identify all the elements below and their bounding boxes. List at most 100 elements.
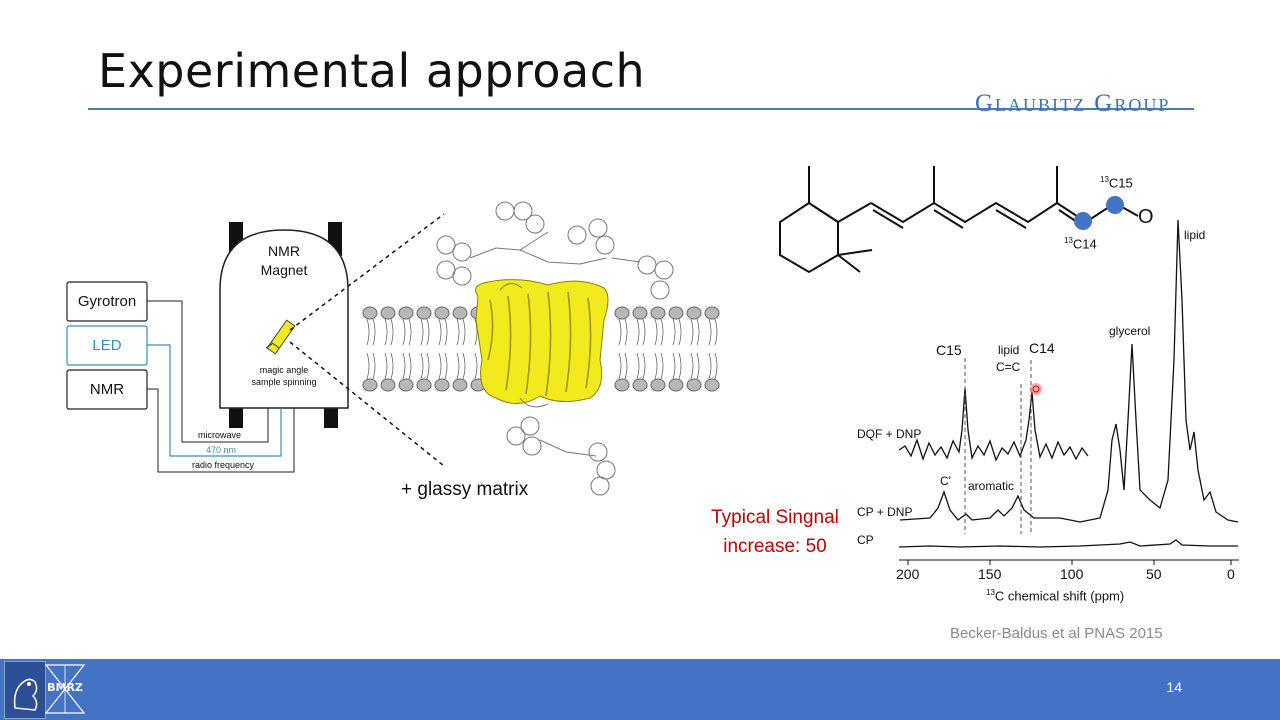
- lipid-tail: [660, 318, 664, 346]
- footer-bar: BMRZ 14: [0, 659, 1280, 720]
- lipid-tail: [690, 318, 694, 346]
- nmr-label: NMR: [89, 381, 125, 398]
- bmrz-logo-art: [44, 664, 86, 714]
- lipid-tail: [456, 352, 460, 380]
- lipid-tail: [390, 352, 394, 380]
- peak-label-aromatic: aromatic: [968, 479, 1015, 493]
- rf-label: radio frequency: [192, 460, 255, 470]
- lipid-head: [434, 378, 450, 392]
- x-axis-text: C chemical shift (ppm): [994, 588, 1125, 604]
- peak-markers: [964, 358, 1032, 534]
- lipid-head: [398, 378, 414, 392]
- lipid-head: [650, 306, 666, 320]
- lipid-tail: [696, 352, 700, 380]
- lipid-head: [686, 306, 702, 320]
- signal-annotation-line2: increase: 50: [723, 536, 827, 557]
- lipid-tail: [660, 352, 664, 380]
- peak-label-c14: C14: [1029, 340, 1055, 356]
- peak-label-lipid-cc-1: lipid: [998, 343, 1020, 357]
- microwave-line: [147, 300, 269, 443]
- lipid-head: [704, 306, 720, 320]
- lipid-tail: [366, 318, 370, 346]
- x-tick-0: 0: [1227, 566, 1235, 582]
- lipid-head: [632, 378, 648, 392]
- polarizing-agent-top: [436, 201, 674, 300]
- trace-label-cp: CP: [857, 533, 874, 547]
- lipid-tail: [444, 318, 448, 346]
- lipid-head: [614, 378, 630, 392]
- glassy-matrix-label: + glassy matrix: [401, 479, 529, 500]
- lipid-tail: [426, 318, 430, 346]
- lipid-head: [416, 378, 432, 392]
- group-name: Glaubitz Group: [975, 90, 1171, 117]
- spectrum-traces: [898, 219, 1239, 548]
- c15-molecule-label: 13C15: [1100, 175, 1133, 190]
- spectrum-x-axis: [899, 559, 1239, 565]
- lipid-tail: [714, 318, 718, 346]
- x-tick-50: 50: [1146, 566, 1162, 582]
- peak-label-lipid-cc-2: C=C: [996, 360, 1021, 374]
- lipid-tail: [624, 318, 628, 346]
- lipid-tail: [444, 352, 448, 380]
- magnet-label-line2: Magnet: [260, 262, 308, 278]
- led-line: [147, 344, 282, 457]
- lipid-tail: [390, 318, 394, 346]
- lipid-tail: [384, 352, 388, 380]
- lipid-tail: [654, 352, 658, 380]
- oxygen-label: O: [1138, 206, 1154, 228]
- lipid-head: [362, 306, 378, 320]
- gyrotron-label: Gyrotron: [77, 293, 137, 310]
- lipid-head: [452, 378, 468, 392]
- x-axis-label: 13C chemical shift (ppm): [986, 588, 1124, 603]
- peak-label-glycerol: glycerol: [1109, 324, 1151, 338]
- lipid-tail: [678, 318, 682, 346]
- slide-title: Experimental approach: [98, 44, 646, 98]
- peak-label-c-prime: C': [940, 474, 951, 488]
- lipid-tail: [408, 352, 412, 380]
- c14-atom: [1074, 212, 1092, 230]
- lipid-tail: [456, 318, 460, 346]
- lipid-tail: [474, 318, 478, 346]
- c15-superscript: 13: [1100, 175, 1109, 184]
- lipid-bilayer: [362, 306, 720, 392]
- lipid-tail: [384, 318, 388, 346]
- lipid-tail: [438, 318, 442, 346]
- x-axis-superscript: 13: [986, 588, 995, 597]
- lipid-tail: [624, 352, 628, 380]
- lipid-head: [362, 378, 378, 392]
- lipid-tail: [642, 318, 646, 346]
- lipid-tail: [462, 318, 466, 346]
- cursor-highlight: [1030, 383, 1042, 395]
- c14-molecule-label: 13C14: [1064, 236, 1097, 251]
- lipid-tail: [618, 352, 622, 380]
- x-tick-200: 200: [896, 566, 920, 582]
- lipid-tail: [636, 352, 640, 380]
- lipid-tail: [462, 352, 466, 380]
- c15-text: C15: [1108, 175, 1133, 191]
- lipid-tail: [642, 352, 646, 380]
- lipid-tail: [438, 352, 442, 380]
- c15-atom: [1106, 196, 1124, 214]
- lipid-head: [704, 378, 720, 392]
- lipid-tail: [708, 352, 712, 380]
- trace-label-dqf: DQF + DNP: [857, 427, 922, 441]
- rf-line: [147, 388, 295, 473]
- lipid-tail: [714, 352, 718, 380]
- led-label: LED: [92, 337, 122, 354]
- citation: Becker-Baldus et al PNAS 2015: [950, 625, 1163, 642]
- lipid-head: [686, 378, 702, 392]
- lipid-tail: [372, 352, 376, 380]
- lipid-head: [668, 378, 684, 392]
- bmrz-logo-text: BMRZ: [47, 681, 83, 694]
- c14-text: C14: [1072, 236, 1097, 252]
- lipid-head: [380, 378, 396, 392]
- lipid-tail: [420, 352, 424, 380]
- lipid-head: [452, 306, 468, 320]
- peak-label-c15: C15: [936, 342, 962, 358]
- lipid-tail: [426, 352, 430, 380]
- protein-structure: [475, 279, 609, 408]
- lipid-head: [632, 306, 648, 320]
- lipid-tail: [420, 318, 424, 346]
- university-logo: [4, 661, 46, 719]
